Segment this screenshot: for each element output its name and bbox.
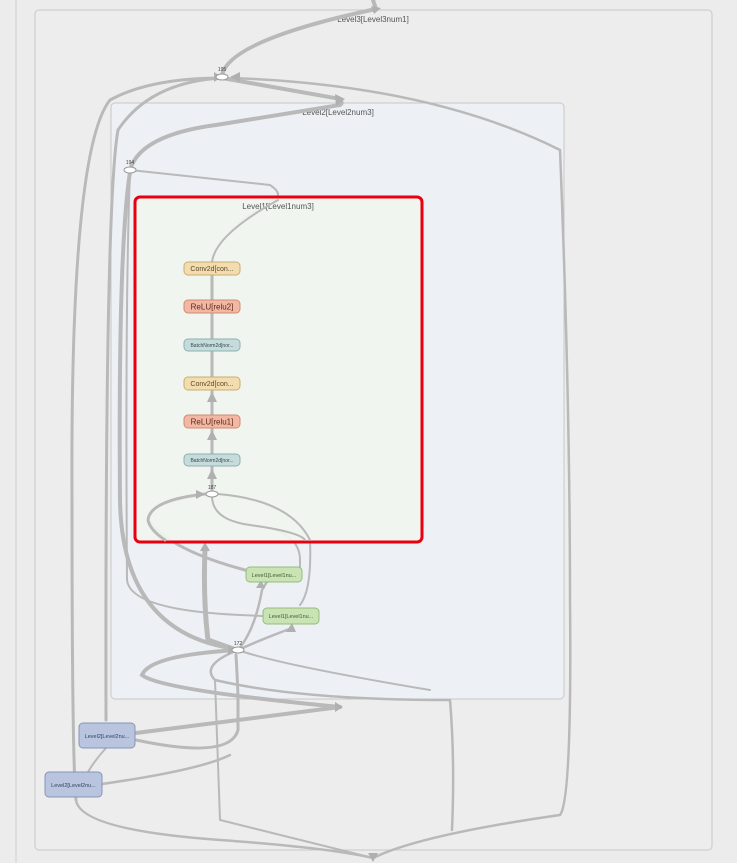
- node-conv2d-b[interactable]: Conv2d[con...: [183, 376, 241, 391]
- edge: [146, 492, 207, 542]
- arrowhead-icon: [196, 490, 205, 499]
- node-box[interactable]: [183, 414, 241, 429]
- arrowhead-icon: [371, 6, 381, 14]
- node-box[interactable]: [78, 722, 136, 749]
- node-label: ReLU[relu2]: [191, 303, 234, 312]
- arrowhead-icon: [256, 580, 265, 588]
- inner-arrowhead-layer: [196, 392, 217, 499]
- junction-187[interactable]: 187: [205, 485, 219, 498]
- arrowhead-icon: [368, 853, 378, 862]
- node-label: Conv2d[con...: [190, 266, 233, 273]
- node-box[interactable]: [245, 566, 303, 583]
- node-level1-a[interactable]: Level1[Level1nu...: [245, 566, 303, 583]
- arrowhead-icon: [207, 469, 217, 479]
- node-label: BatchNorm2d[nor...: [190, 343, 233, 349]
- arrowhead-icon: [230, 72, 240, 82]
- edge: [74, 798, 375, 860]
- edge: [134, 653, 240, 750]
- edge: [211, 495, 306, 541]
- edge: [211, 199, 279, 263]
- edge: [100, 753, 232, 786]
- node-conv2d-a[interactable]: Conv2d[con...: [183, 261, 241, 276]
- arrowhead-icon: [200, 542, 210, 551]
- node-batchnorm2d-b[interactable]: BatchNorm2d[nor...: [183, 453, 241, 467]
- junction-node[interactable]: [205, 490, 219, 498]
- node-box[interactable]: [183, 261, 241, 276]
- level3-group-label: Level3[Level3num1]: [337, 15, 409, 24]
- node-relu2[interactable]: ReLU[relu2]: [183, 299, 241, 314]
- node-box[interactable]: [183, 338, 241, 352]
- node-label: BatchNorm2d[nor...: [190, 458, 233, 464]
- edge: [209, 648, 455, 832]
- junction-label: 172: [234, 641, 243, 647]
- junction-node[interactable]: [123, 166, 137, 174]
- node-label: Conv2d[con...: [190, 381, 233, 388]
- edge: [104, 76, 224, 722]
- edge: [70, 76, 224, 802]
- node-box[interactable]: [183, 299, 241, 314]
- node-box[interactable]: [183, 376, 241, 391]
- node-level2-b[interactable]: Level2[Level2nu...: [44, 771, 103, 798]
- junction-194[interactable]: 194: [123, 160, 137, 174]
- level2-group-label: Level2[Level2num3]: [302, 108, 374, 117]
- edge: [220, 0, 379, 77]
- junction-label: 187: [208, 485, 217, 491]
- edge: [237, 649, 431, 691]
- node-batchnorm2d-a[interactable]: BatchNorm2d[nor...: [183, 338, 241, 352]
- edge: [217, 493, 311, 541]
- level1-group-label: Level1[Level1num3]: [242, 202, 314, 211]
- arrowhead-icon: [335, 94, 345, 106]
- edge: [230, 76, 572, 860]
- junction-node[interactable]: [231, 646, 245, 654]
- edge: [125, 171, 263, 617]
- junction-label: 195: [218, 67, 227, 73]
- junction-172[interactable]: 172: [231, 641, 245, 654]
- node-box[interactable]: [262, 607, 320, 625]
- node-box[interactable]: [183, 453, 241, 467]
- level1-group[interactable]: [133, 195, 424, 544]
- node-label: Level2[Level2nu...: [51, 783, 96, 789]
- edge: [87, 747, 107, 773]
- edge: [117, 170, 232, 650]
- arrowhead-icon: [286, 623, 296, 632]
- node-label: ReLU[relu1]: [191, 418, 234, 427]
- junction-node[interactable]: [215, 73, 229, 81]
- edge: [236, 578, 270, 652]
- arrowhead-icon: [335, 702, 343, 712]
- node-relu1[interactable]: ReLU[relu1]: [183, 414, 241, 429]
- node-level1-b[interactable]: Level1[Level1nu...: [262, 607, 320, 625]
- edge: [201, 545, 239, 653]
- junction-195[interactable]: 195: [215, 67, 229, 81]
- junction-label: 194: [126, 160, 135, 166]
- arrowhead-icon: [207, 392, 217, 402]
- node-label: Level1[Level1nu...: [269, 614, 314, 620]
- edge: [214, 679, 374, 859]
- node-label: Level2[Level2nu...: [85, 734, 130, 740]
- node-level2-a[interactable]: Level2[Level2nu...: [78, 722, 136, 749]
- arrowhead-icon: [207, 430, 217, 440]
- node-box[interactable]: [44, 771, 103, 798]
- edge: [139, 648, 342, 709]
- node-label: Level1[Level1nu...: [252, 573, 297, 579]
